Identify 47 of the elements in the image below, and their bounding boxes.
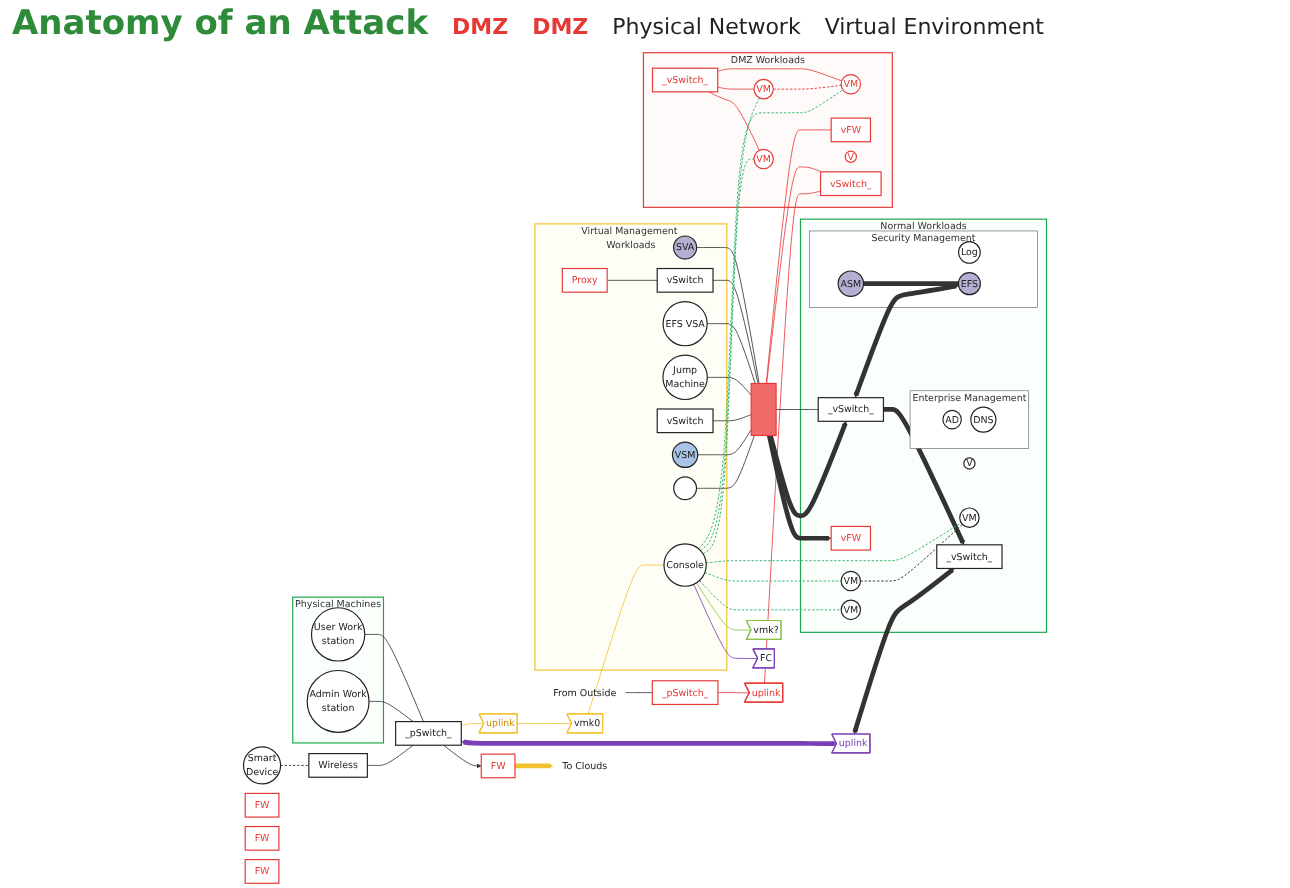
- connector: [705, 522, 962, 564]
- connector: [766, 166, 822, 384]
- connector: [625, 692, 653, 694]
- connector: [708, 91, 760, 151]
- arrow: [766, 435, 832, 541]
- arrow: [514, 763, 554, 769]
- connector: [696, 582, 752, 631]
- connector: [696, 435, 755, 489]
- connector: [717, 692, 750, 694]
- arrow: [768, 421, 848, 519]
- zone-label: DMZ: [532, 14, 589, 40]
- connector: [698, 89, 844, 550]
- network-label: Physical Network: [612, 14, 801, 40]
- environment-label: Virtual Environment: [824, 14, 1044, 40]
- connector: [704, 572, 842, 582]
- connector: [460, 723, 485, 726]
- connector: [772, 84, 842, 90]
- connector: [765, 129, 832, 384]
- connector: [364, 634, 424, 722]
- connector: [368, 701, 414, 722]
- connector: [712, 414, 752, 422]
- connector: [706, 376, 752, 396]
- connector: [697, 429, 752, 456]
- arrow: [853, 283, 959, 398]
- node-circle: [673, 476, 698, 501]
- connector: [517, 722, 573, 725]
- connector: [366, 744, 414, 766]
- connector: [775, 409, 819, 410]
- connector: [702, 158, 755, 555]
- connector: [606, 279, 658, 281]
- zone-label: DMZ: [452, 14, 509, 40]
- connector: [696, 247, 760, 384]
- connector: [764, 190, 821, 684]
- connector: [717, 86, 755, 90]
- connector: [693, 583, 759, 660]
- connector: [863, 281, 959, 287]
- node-bar: [750, 382, 777, 437]
- connector: [717, 68, 843, 82]
- arrow: [852, 568, 955, 735]
- connector: [587, 564, 665, 715]
- connector: [860, 523, 963, 582]
- diagram-title: Anatomy of an Attack: [12, 4, 429, 44]
- connector: [706, 323, 756, 384]
- connector: [700, 97, 760, 552]
- arrow: [461, 739, 837, 747]
- connector: [712, 279, 759, 384]
- connector: [699, 580, 842, 611]
